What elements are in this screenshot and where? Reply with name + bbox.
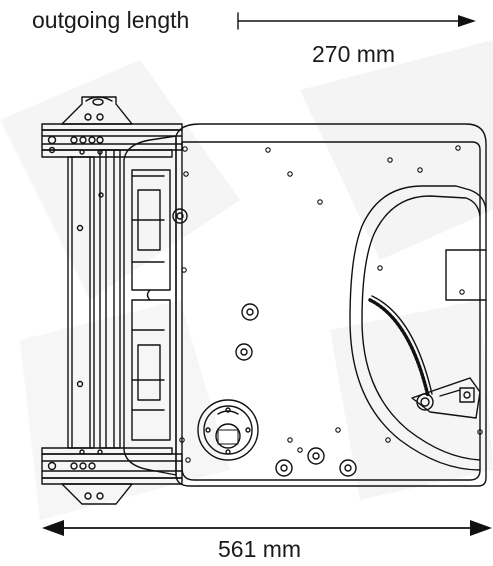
bottom-mounting-bracket xyxy=(41,447,183,505)
overall-width-arrow xyxy=(42,520,492,536)
outgoing-length-arrow xyxy=(237,12,476,30)
arm-segments xyxy=(123,135,188,476)
outgoing-length-value: 270 mm xyxy=(312,41,396,67)
main-plate xyxy=(175,123,487,487)
overall-width-value: 561 mm xyxy=(218,536,302,562)
outgoing-length-label: outgoing length xyxy=(32,7,190,33)
frame-rails xyxy=(67,149,121,449)
top-mounting-bracket xyxy=(41,96,183,158)
